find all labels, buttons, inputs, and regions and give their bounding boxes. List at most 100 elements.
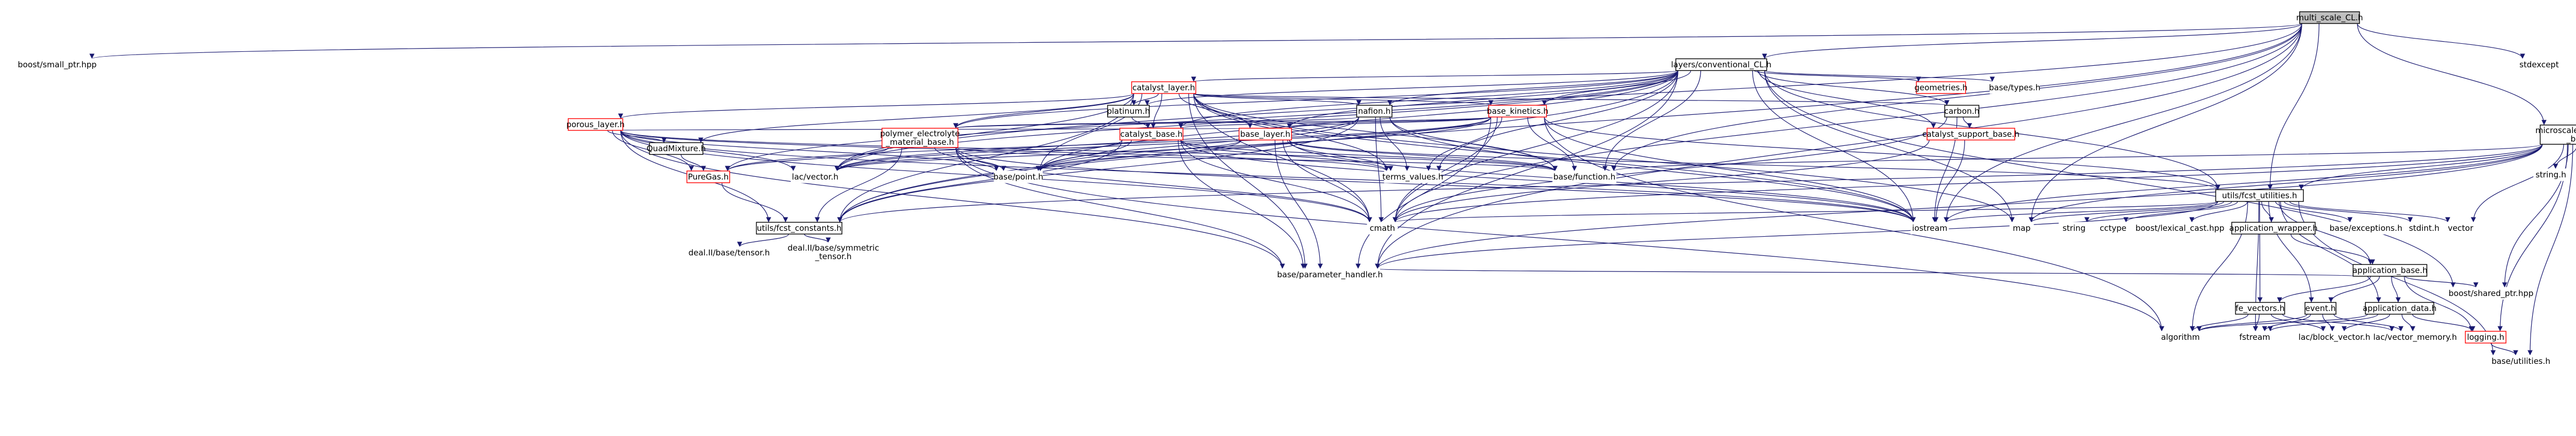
node-deal-sym[interactable]: deal.II/base/symmetric_tensor.h xyxy=(787,242,879,262)
node-logging[interactable]: logging.h xyxy=(2465,331,2507,344)
node-layers-cl[interactable]: layers/conventional_CL.h xyxy=(1671,58,1772,71)
node-string-h[interactable]: string.h xyxy=(2533,168,2569,181)
edge-layers_cl-to-cmath xyxy=(1393,70,1678,223)
node-event[interactable]: event.h xyxy=(2304,302,2337,315)
node-label-vector-memory: lac/vector_memory.h xyxy=(2373,332,2457,342)
node-base-function[interactable]: base/function.h xyxy=(1552,170,1616,183)
node-box-boost-shared xyxy=(2450,287,2532,300)
node-cctype[interactable]: cctype xyxy=(2098,222,2129,235)
node-iostream[interactable]: iostream xyxy=(1910,222,1949,235)
node-base-layer[interactable]: base_layer.h xyxy=(1239,128,1292,141)
edge-base_kinetics-to-iostream xyxy=(1544,116,1916,223)
node-platinum[interactable]: platinum.h xyxy=(1107,105,1150,118)
node-label-logging: logging.h xyxy=(2467,332,2504,342)
node-label-base-point: base/point.h xyxy=(993,172,1043,182)
node-stdint[interactable]: stdint.h xyxy=(2408,222,2441,235)
edge-app_wrapper-to-app_base xyxy=(2291,233,2376,265)
node-boost-small[interactable]: boost/small_ptr.hpp xyxy=(18,58,97,71)
edge-layers_cl-to-iostream xyxy=(1752,70,1916,223)
node-base-types[interactable]: base/types.h xyxy=(1989,81,2040,94)
node-label-nafion: nafion.h xyxy=(1358,106,1390,116)
node-label-string: string xyxy=(2062,223,2085,233)
edge-layers_cl-to-carbon xyxy=(1757,70,1950,106)
node-terms-values[interactable]: terms_values.h xyxy=(1382,170,1443,183)
node-fcst-utilities[interactable]: utils/fcst_utilities.h xyxy=(2215,189,2304,202)
edge-microscale-to-base_function xyxy=(1611,144,2543,172)
edge-layers_cl-to-platinum xyxy=(1144,70,1678,106)
node-root[interactable]: multi_scale_CL.h xyxy=(2296,11,2363,24)
node-param-handler[interactable]: base/parameter_handler.h xyxy=(1277,268,1383,281)
node-box-porous-layer xyxy=(568,118,623,131)
edge-layers_cl-to-catalyst_base xyxy=(1178,70,1678,129)
edge-root-to-stdexcept xyxy=(2357,23,2525,59)
node-label-root: multi_scale_CL.h xyxy=(2296,13,2363,23)
node-catalyst-base[interactable]: catalyst_base.h xyxy=(1119,128,1183,141)
node-vector[interactable]: vector xyxy=(2445,222,2476,235)
node-box-geometries xyxy=(1916,81,1966,94)
node-label-app-data: application_data.h xyxy=(2363,303,2436,314)
node-quadmixture[interactable]: QuadMixture.h xyxy=(647,142,706,155)
node-string[interactable]: string xyxy=(2059,222,2090,235)
edge-microscale-to-fcst_utilities xyxy=(2299,144,2543,190)
node-geometries[interactable]: geometries.h xyxy=(1914,81,1968,94)
edge-base_layer-to-param_handler xyxy=(1274,139,1323,269)
node-map[interactable]: map xyxy=(2009,222,2034,235)
node-polymer-base[interactable]: polymer_electrolyte_material_base.h xyxy=(880,128,960,148)
node-deal-tensor[interactable]: deal.II/base/tensor.h xyxy=(689,246,770,259)
edge-catalyst_support_base-to-cmath xyxy=(1393,139,1930,223)
edge-porous_layer-to-lac_vector xyxy=(620,130,796,172)
node-base-point[interactable]: base/point.h xyxy=(993,170,1043,183)
node-box-stdexcept xyxy=(2520,58,2558,71)
node-stdexcept[interactable]: stdexcept xyxy=(2519,58,2559,71)
node-box-lac-vector xyxy=(791,170,840,183)
node-box-catalyst-support-base xyxy=(1927,128,2015,141)
edge-base_layer-to-lac_vector xyxy=(834,139,1242,172)
node-label-platinum: platinum.h xyxy=(1107,106,1150,116)
node-block-vector[interactable]: lac/block_vector.h xyxy=(2299,331,2370,344)
node-carbon[interactable]: carbon.h xyxy=(1944,105,1979,118)
node-base-kinetics[interactable]: base_kinetics.h xyxy=(1487,105,1549,118)
node-cmath[interactable]: cmath xyxy=(1367,222,1398,235)
node-box-deal-sym xyxy=(791,242,876,262)
node-lac-vector[interactable]: lac/vector.h xyxy=(791,170,840,183)
edge-root-to-layers_cl xyxy=(1762,23,2302,59)
node-app-base[interactable]: application_base.h xyxy=(2353,264,2427,277)
node-box-string xyxy=(2059,222,2090,235)
node-microscale[interactable]: microscale/micro_scale_base.h xyxy=(2535,124,2576,145)
edge-app_data-to-vector_memory xyxy=(2401,314,2416,332)
edge-catalyst_layer-to-quadmixture xyxy=(698,93,1134,143)
node-boost-shared[interactable]: boost/shared_ptr.hpp xyxy=(2449,287,2534,300)
node-lexical-cast[interactable]: boost/lexical_cast.hpp xyxy=(2136,222,2224,235)
node-label-base-function: base/function.h xyxy=(1553,172,1615,182)
node-box-fcst-constants xyxy=(756,222,842,235)
node-label-layers-cl: layers/conventional_CL.h xyxy=(1671,60,1772,70)
edge-layers_cl-to-nafion xyxy=(1387,70,1678,106)
node-fstream[interactable]: fstream xyxy=(2237,331,2273,344)
node-catalyst-layer[interactable]: catalyst_layer.h xyxy=(1131,81,1196,94)
node-box-terms-values xyxy=(1384,170,1442,183)
node-box-fstream xyxy=(2237,331,2273,344)
edge-fcst_utilities-to-cctype xyxy=(2123,201,2238,223)
node-app-data[interactable]: application_data.h xyxy=(2363,302,2436,315)
edge-catalyst_layer-to-carbon xyxy=(1193,93,1949,106)
edge-app_base-to-logging xyxy=(2404,276,2474,332)
node-fe-vectors[interactable]: fe_vectors.h xyxy=(2235,302,2285,315)
node-algorithm[interactable]: algorithm xyxy=(2159,331,2202,344)
node-porous-layer[interactable]: porous_layer.h xyxy=(566,118,625,131)
node-fcst-constants[interactable]: utils/fcst_constants.h xyxy=(756,222,842,235)
node-box-microscale xyxy=(2540,124,2576,145)
node-label-microscale-1: _base.h xyxy=(2566,134,2576,144)
node-box-stdint xyxy=(2408,222,2441,235)
node-nafion[interactable]: nafion.h xyxy=(1356,105,1393,118)
node-base-utilities[interactable]: base/utilities.h xyxy=(2490,355,2551,368)
edge-catalyst_layer-to-nafion xyxy=(1193,93,1362,106)
node-box-catalyst-base xyxy=(1119,128,1183,141)
node-vector-memory[interactable]: lac/vector_memory.h xyxy=(2373,331,2457,344)
node-catalyst-support-base[interactable]: catalyst_support_base.h xyxy=(1922,128,2020,141)
edge-nafion-to-polymer_base xyxy=(953,116,1359,129)
node-app-wrapper[interactable]: application_wrapper.h xyxy=(2229,222,2318,235)
edge-microscale-to-boost_shared xyxy=(2502,144,2569,288)
edge-catalyst_layer-to-map xyxy=(1193,93,2015,223)
node-base-exceptions[interactable]: base/exceptions.h xyxy=(2330,222,2402,235)
node-pureGas[interactable]: PureGas.h xyxy=(686,170,730,183)
